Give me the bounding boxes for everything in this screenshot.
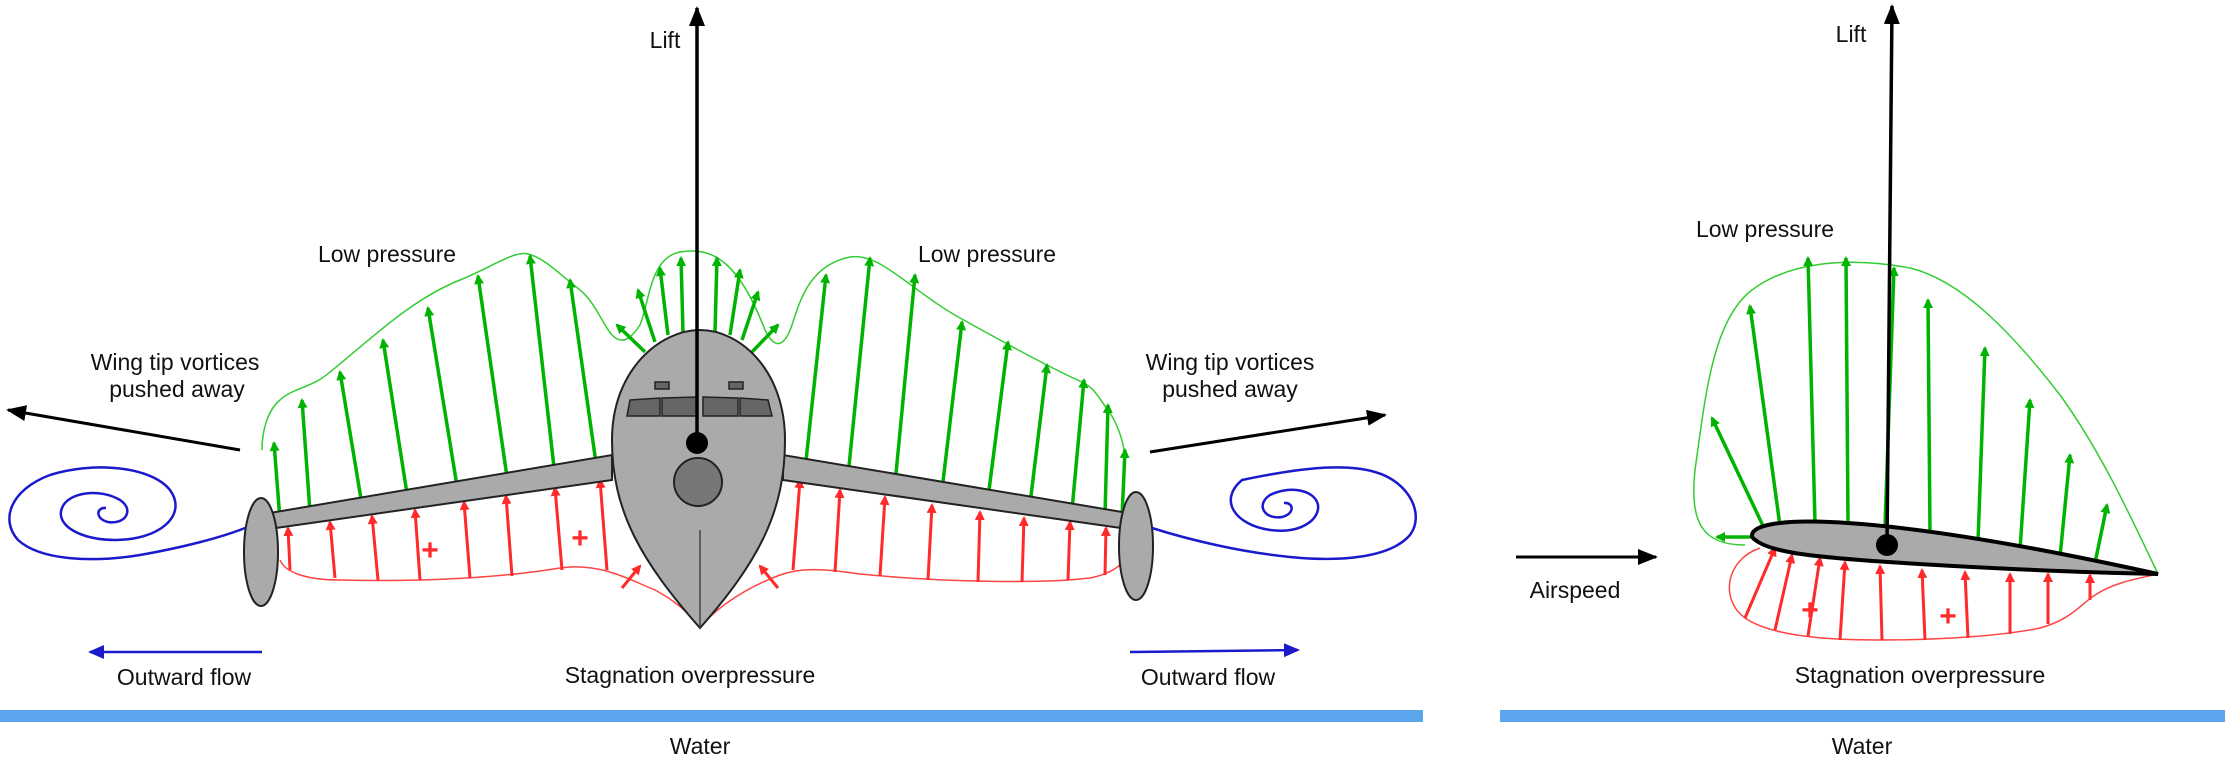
lift-vector (1883, 4, 1900, 546)
water-label: Water (1832, 733, 1893, 757)
stagnation-label: Stagnation overpressure (1795, 662, 2046, 688)
high-pressure-envelope (1728, 547, 2159, 641)
vortex-right-label-line2: pushed away (1162, 376, 1298, 402)
high-pressure-arrows (283, 478, 1111, 589)
left-vortex-push-arrow (6, 405, 241, 452)
right-vortex-push-arrow (1149, 409, 1387, 454)
left-wingtip-float (243, 497, 279, 607)
water-surface (1500, 710, 2225, 722)
stagnation-label: Stagnation overpressure (565, 662, 816, 688)
low-pressure-arrows (269, 254, 1130, 521)
right-wingtip-vortex (1151, 466, 1417, 561)
plus-sign: + (1801, 594, 1819, 627)
plus-sign: + (1939, 600, 1957, 633)
engine-intake (673, 457, 723, 507)
low-pressure-left-label: Low pressure (318, 241, 456, 267)
outward-flow-right-label: Outward flow (1141, 664, 1276, 690)
vortex-right-label-line1: Wing tip vortices (1146, 349, 1315, 375)
right-outward-flow-arrow (1129, 643, 1300, 658)
low-pressure-label: Low pressure (1696, 216, 1834, 242)
front-view: + + Lift (0, 6, 1423, 757)
water-surface (0, 710, 1423, 722)
airfoil (1750, 519, 2159, 576)
vortex-left-label-line2: pushed away (109, 376, 245, 402)
lift-label: Lift (650, 27, 681, 53)
lift-label: Lift (1836, 21, 1867, 47)
airspeed-label: Airspeed (1530, 577, 1621, 603)
high-pressure-arrows (1743, 546, 2095, 641)
side-view: + + Lift Low pressure Airspeed Stagnatio… (1500, 4, 2225, 757)
center-of-lift (686, 432, 708, 454)
low-pressure-envelope (1693, 261, 2159, 575)
cockpit-windows (626, 381, 773, 417)
low-pressure-arrows (1710, 256, 2111, 564)
right-wing (782, 453, 1142, 532)
left-wingtip-vortex (8, 466, 246, 561)
right-wingtip-float (1118, 491, 1154, 601)
low-pressure-right-label: Low pressure (918, 241, 1056, 267)
plus-sign: + (571, 522, 589, 555)
plus-sign: + (421, 534, 439, 567)
water-label: Water (670, 733, 731, 757)
outward-flow-left-label: Outward flow (117, 664, 252, 690)
vortex-left-label-line1: Wing tip vortices (91, 349, 260, 375)
center-of-lift (1876, 534, 1898, 556)
